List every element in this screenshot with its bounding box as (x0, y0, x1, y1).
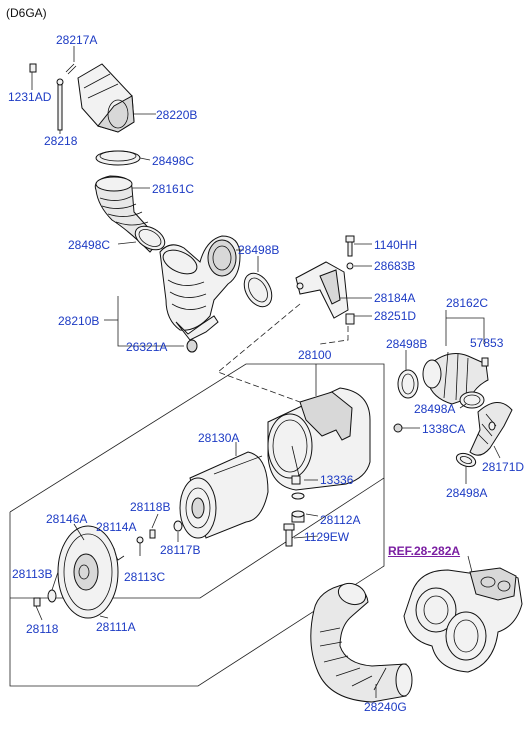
label-28113B[interactable]: 28113B (12, 567, 53, 581)
bolt-1140HH-drawing (345, 235, 355, 325)
label-28130A[interactable]: 28130A (198, 431, 240, 445)
hose-28162C-drawing (422, 351, 489, 405)
label-28118[interactable]: 28118 (26, 622, 59, 636)
label-28171D[interactable]: 28171D (482, 460, 525, 474)
label-1140HH[interactable]: 1140HH (374, 238, 418, 252)
label-28162C[interactable]: 28162C (446, 296, 489, 310)
label-28220B[interactable]: 28220B (156, 108, 198, 122)
clamp-top-drawing (95, 150, 141, 166)
label-1338CA[interactable]: 1338CA (422, 422, 466, 436)
label-28217A[interactable]: 28217A (56, 33, 98, 47)
label-28118B[interactable]: 28118B (130, 500, 171, 514)
bolt-28217A-drawing (65, 63, 77, 75)
duct-28210B-drawing (159, 235, 241, 353)
label-57853[interactable]: 57853 (470, 336, 504, 350)
label-28498C-mid[interactable]: 28498C (68, 238, 111, 252)
label-28117B[interactable]: 28117B (160, 543, 201, 557)
label-28683B[interactable]: 28683B (374, 259, 416, 273)
label-28146A[interactable]: 28146A (46, 512, 88, 526)
label-28498B-left[interactable]: 28498B (238, 243, 280, 257)
model-code: (D6GA) (6, 6, 47, 20)
small-parts-drawing (113, 520, 183, 561)
turbocharger-drawing (403, 567, 523, 673)
label-28240G[interactable]: 28240G (364, 700, 407, 714)
label-28112A[interactable]: 28112A (320, 513, 361, 527)
clamp-28498A-bottom-drawing (455, 452, 477, 468)
label-28498B-right[interactable]: 28498B (386, 337, 428, 351)
label-28161C[interactable]: 28161C (152, 182, 195, 196)
label-28218[interactable]: 28218 (44, 134, 78, 148)
clamp-28498B-right-drawing (397, 369, 419, 399)
label-28100[interactable]: 28100 (298, 348, 332, 362)
mount-parts-drawing (283, 492, 305, 547)
label-28184A[interactable]: 28184A (374, 291, 416, 305)
label-1129EW[interactable]: 1129EW (304, 530, 350, 544)
label-28498C-top[interactable]: 28498C (152, 154, 195, 168)
label-28111A[interactable]: 28111A (96, 620, 136, 634)
label-28498A-bottom[interactable]: 28498A (446, 486, 488, 500)
ref-link-28-282A[interactable]: REF.28-282A (388, 544, 461, 558)
hose-28240G-drawing (310, 582, 413, 703)
label-26321A[interactable]: 26321A (126, 340, 168, 354)
clamp-28498B-left-drawing (243, 272, 273, 308)
label-1231AD[interactable]: 1231AD (8, 90, 52, 104)
label-13336[interactable]: 13336 (320, 473, 354, 487)
clamp-mid-drawing (134, 225, 166, 251)
label-28113C[interactable]: 28113C (124, 570, 166, 584)
bracket-28184A-drawing (295, 261, 349, 319)
label-28114A[interactable]: 28114A (96, 520, 137, 534)
filter-element-drawing (179, 451, 269, 539)
label-28210B[interactable]: 28210B (58, 314, 100, 328)
label-28251D[interactable]: 28251D (374, 309, 417, 323)
cover-28111A-drawing (33, 525, 119, 619)
rain-cap-drawing (77, 63, 135, 133)
housing-28100-drawing (267, 387, 371, 491)
hose-28171D-drawing (469, 402, 513, 456)
air-cleaner-box-drawing (9, 363, 385, 687)
label-28498A-mid[interactable]: 28498A (414, 402, 456, 416)
